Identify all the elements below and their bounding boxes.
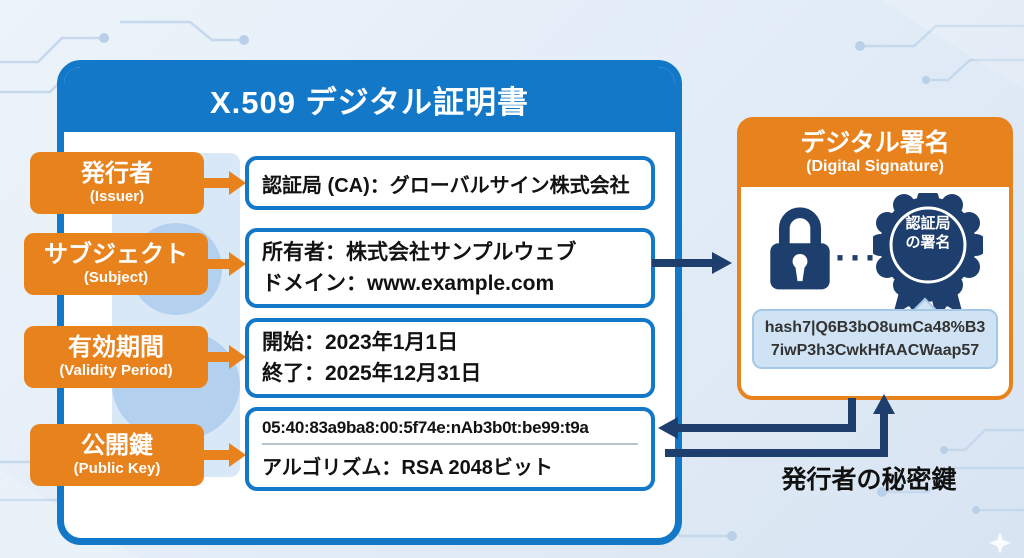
certificate-title: X.509 デジタル証明書: [209, 85, 529, 120]
signature-title-bar: デジタル署名 (Digital Signature): [741, 121, 1009, 187]
subject-owner-line: 所有者：株式会社サンプルウェブ: [262, 240, 577, 264]
issuer-label-en: (Issuer): [89, 187, 145, 205]
signature-subtitle: (Digital Signature): [806, 158, 944, 176]
validity-end-line: 終了：2025年12月31日: [262, 362, 482, 385]
public-key-fingerprint: 05:40:83a9ba8:00:5f74e:nAb3b0t:be99:t9a: [262, 418, 589, 437]
private-key-label: 発行者の秘密鍵: [781, 466, 957, 494]
ellipsis-dots: ···: [835, 237, 880, 278]
issuer-label-jp: 発行者: [81, 160, 153, 188]
subject-label: サブジェクト (Subject): [24, 233, 208, 295]
certificate-title-bar: X.509 デジタル証明書: [64, 67, 675, 132]
validity-value-box: 開始：2023年1月1日 終了：2025年12月31日: [245, 318, 655, 398]
public-key-label-en: (Public Key): [73, 459, 161, 477]
validity-label-en: (Validity Period): [59, 361, 173, 379]
divider: [262, 443, 638, 445]
ca-signature-badge: 認証局 の署名: [873, 193, 983, 321]
subject-label-en: (Subject): [83, 268, 149, 286]
badge-text: 認証局 の署名: [873, 215, 983, 253]
subject-label-jp: サブジェクト: [44, 241, 188, 269]
validity-start-line: 開始：2023年1月1日: [262, 330, 459, 354]
public-key-label-jp: 公開鍵: [81, 432, 153, 460]
validity-arrow-icon: [203, 352, 229, 362]
badge-text-line1: 認証局: [905, 215, 951, 232]
issuer-arrow-icon: [203, 178, 229, 188]
sparkle-decoration: [989, 532, 1011, 554]
public-key-algorithm: アルゴリズム：RSA 2048ビット: [262, 457, 553, 479]
digital-signature-panel: デジタル署名 (Digital Signature) ···: [737, 117, 1013, 400]
issuer-value-box: 認証局 (CA)：グローバルサイン株式会社: [245, 156, 655, 210]
rosette-badge-icon: [873, 193, 983, 319]
badge-text-line2: の署名: [905, 233, 951, 251]
issuer-value: 認証局 (CA)：グローバルサイン株式会社: [262, 174, 630, 197]
hash-line-2: 7iwP3h3CwkHfAACWaap57: [770, 342, 980, 359]
subject-value-box: 所有者：株式会社サンプルウェブ ドメイン：www.example.com: [245, 228, 655, 308]
subject-arrow-icon: [203, 259, 229, 269]
subject-domain-line: ドメイン：www.example.com: [262, 272, 555, 295]
validity-label-jp: 有効期間: [68, 334, 164, 362]
signature-title: デジタル署名: [800, 128, 950, 157]
padlock-icon: [770, 207, 830, 290]
hash-line-1: hash7|Q6B3bO8umCa48%B3: [764, 318, 986, 336]
public-key-arrow-icon: [203, 450, 229, 460]
public-key-label: 公開鍵 (Public Key): [30, 424, 204, 486]
issuer-label: 発行者 (Issuer): [30, 152, 204, 214]
validity-label: 有効期間 (Validity Period): [24, 326, 208, 388]
public-key-value-box: 05:40:83a9ba8:00:5f74e:nAb3b0t:be99:t9a …: [245, 407, 655, 491]
signature-hash-bubble: hash7|Q6B3bO8umCa48%B3 7iwP3h3CwkHfAACWa…: [752, 309, 998, 369]
